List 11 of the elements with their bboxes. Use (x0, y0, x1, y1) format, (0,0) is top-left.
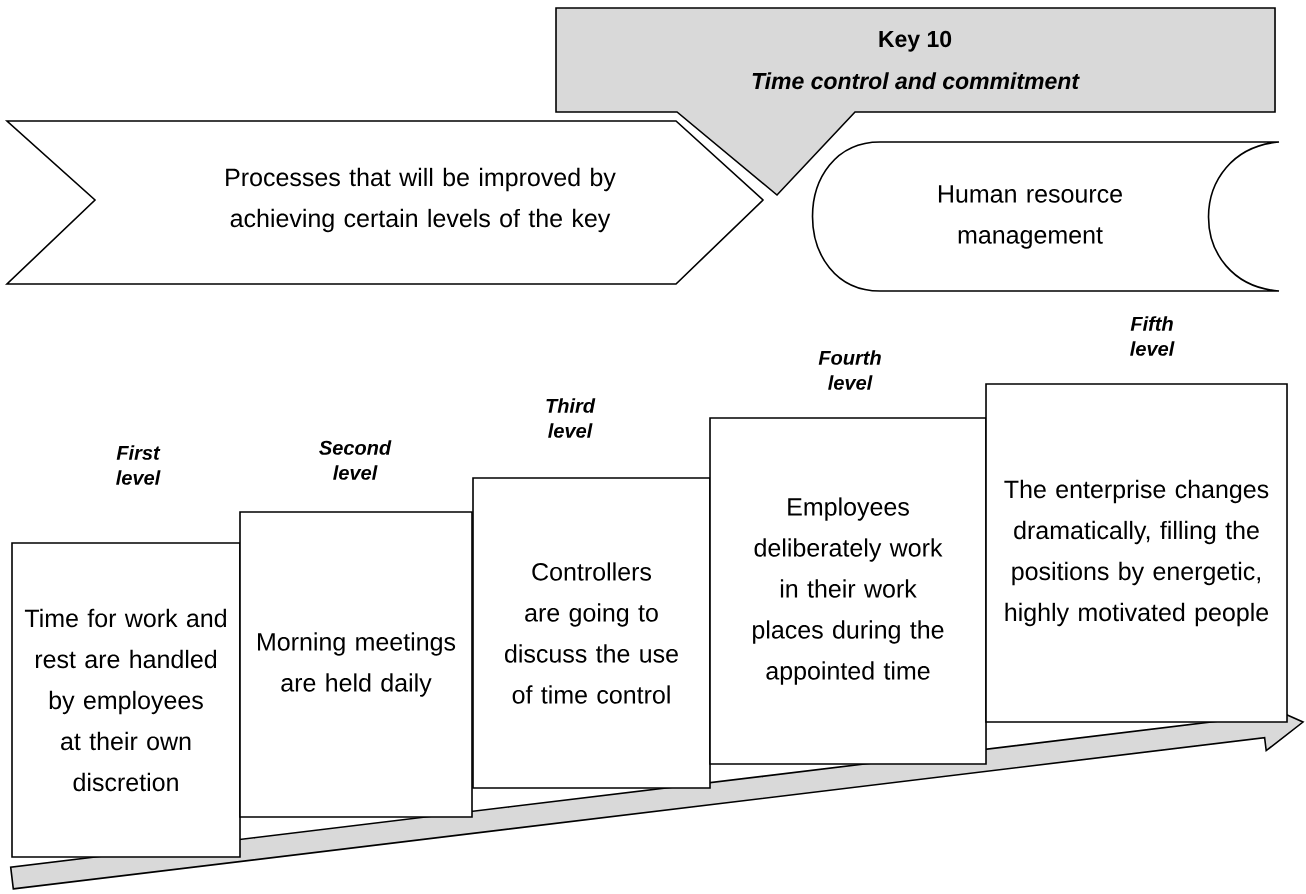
level-heading: Fifth level (1130, 316, 1175, 356)
level-heading: Fourth level (818, 350, 881, 390)
level-heading: Third level (546, 398, 596, 438)
level-heading: Second level (319, 440, 392, 480)
level-box: The enterprise changes dramatically, filling the positions by energetic, highly motivated people (985, 383, 1288, 723)
level-box: Controllers are going to discuss the use of time control (472, 477, 711, 789)
level-heading: First level (116, 445, 161, 485)
level-box: Time for work and rest are handled by employees at their own discretion (11, 542, 241, 858)
rounded-band: Human resource management (811, 141, 1280, 292)
level-box: Employees deliberately work in their work places during the appointed time (709, 417, 987, 765)
level-box: Morning meetings are held daily (239, 511, 473, 818)
